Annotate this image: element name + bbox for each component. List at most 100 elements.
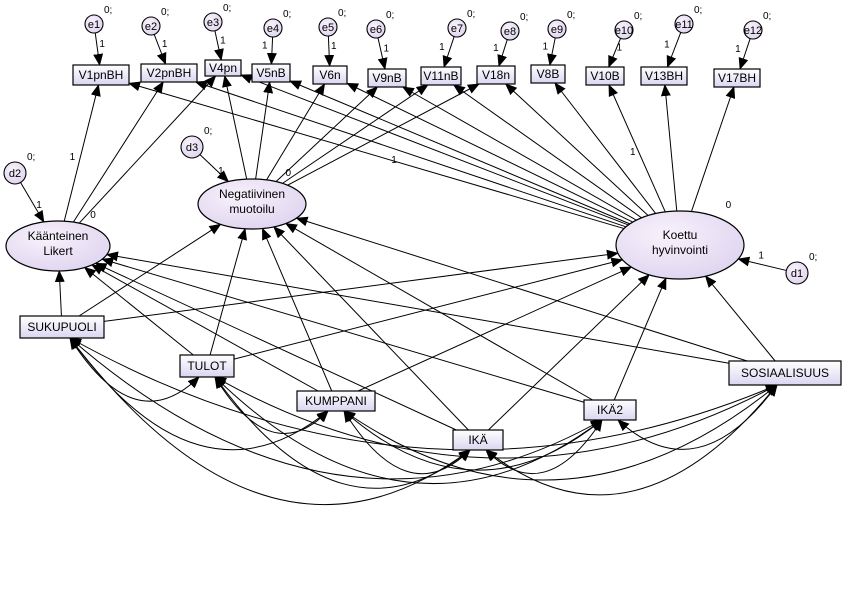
observed-variable-V18n[interactable]: V18n [476, 65, 516, 85]
error-label: e5 [322, 22, 334, 34]
observed-label: V8B [537, 67, 560, 81]
observed-variable-V11nB[interactable]: V11nB [420, 66, 462, 86]
observed-variable-TULOT[interactable]: TULOT [179, 354, 235, 378]
error-path-d2 [20, 182, 45, 223]
error-term-e5[interactable]: e50; [318, 8, 346, 37]
observed-box [640, 66, 688, 86]
error-variance-label: 0; [223, 3, 231, 14]
error-term-e7[interactable]: e70; [447, 9, 475, 38]
error-term-e9[interactable]: e90; [547, 10, 575, 39]
observed-variable-IKA[interactable]: IKÄ [452, 429, 504, 451]
latent-ellipse [5, 220, 111, 272]
error-variance-label: 0; [694, 5, 702, 16]
observed-label: V6n [319, 68, 340, 82]
error-label: d2 [9, 168, 21, 180]
observed-variable-SOSIAALISUUS[interactable]: SOSIAALISUUS [728, 360, 842, 386]
structural-path-IKA2-KL [101, 257, 585, 403]
observed-box [140, 63, 198, 83]
error-path-e12 [738, 38, 751, 70]
loading-path-KH-V9nB [401, 86, 637, 221]
observed-variable-V5nB[interactable]: V5nB [251, 63, 291, 83]
error-path-e7 [442, 36, 455, 68]
observed-box [19, 315, 105, 339]
error-weight-label-e3: 1 [220, 35, 226, 46]
loading-path-KH-V4pn [240, 74, 629, 226]
error-term-e6[interactable]: e60; [366, 10, 394, 39]
structural-path-TULOT-NM [209, 227, 247, 356]
error-term-d2[interactable]: d20; [3, 152, 35, 185]
error-weight-label-d1: 1 [758, 251, 764, 262]
observed-label: V1pnBH [79, 68, 124, 82]
structural-path-SOSIAALISUUS-KL [105, 251, 730, 364]
error-term-d3[interactable]: d30; [180, 126, 212, 159]
error-label: e2 [145, 21, 157, 33]
observed-variable-V8B[interactable]: V8B [530, 64, 566, 84]
error-path-e11 [666, 32, 682, 68]
loading-path-KH-V2pnBH [194, 80, 627, 228]
observed-variable-IKA2[interactable]: IKÄ2 [583, 399, 637, 421]
observed-variable-V1pnBH[interactable]: V1pnBH [72, 64, 130, 86]
error-label: e7 [451, 23, 463, 35]
loading-path-KL-V1pnBH [63, 84, 101, 222]
observed-box [585, 66, 625, 86]
error-term-d1[interactable]: d10; [785, 252, 817, 285]
error-path-e6 [377, 37, 388, 70]
node-layer: V1pnBH V2pnBH V4pn V5nB V6n V9nB V11nB V18n V8B V… [3, 3, 842, 451]
error-term-e2[interactable]: e20; [141, 7, 169, 36]
structural-path-SOSIAALISUUS-NM [295, 216, 748, 362]
observed-box [72, 64, 130, 86]
error-term-e8[interactable]: e80; [500, 12, 528, 41]
error-label: e3 [207, 17, 219, 29]
error-weight-label-d2: 1 [36, 200, 42, 211]
error-weight-label-e2: 1 [162, 39, 168, 50]
error-variance-label: 0; [204, 126, 212, 137]
structural-path-IKA-KH [488, 274, 650, 431]
observed-variable-V17BH[interactable]: V17BH [713, 68, 761, 88]
loading-path-NM-V4pn [222, 75, 248, 180]
covariance-KUMPPANI-IKA [343, 410, 471, 475]
covariance-layer [69, 337, 778, 506]
latent-variance-label: 0 [285, 168, 291, 179]
error-label: d1 [791, 268, 803, 280]
error-variance-label: 0; [567, 10, 575, 21]
loading-path-KH-V6n [346, 82, 633, 223]
observed-label: V18n [482, 68, 510, 82]
observed-label: KUMPPANI [305, 394, 367, 408]
error-circle [180, 135, 204, 159]
observed-label: IKÄ2 [597, 403, 623, 417]
observed-variable-KUMPPANI[interactable]: KUMPPANI [296, 390, 376, 412]
observed-variable-SUKUPUOLI[interactable]: SUKUPUOLI [19, 315, 105, 339]
error-weight-label-e7: 1 [439, 42, 445, 53]
error-path-e9 [547, 37, 557, 66]
error-variance-label: 0; [104, 5, 112, 16]
observed-variable-V4pn[interactable]: V4pn [204, 59, 242, 77]
loading-path-KH-V5nB [289, 80, 631, 225]
error-term-e4[interactable]: e40; [263, 9, 291, 38]
observed-variable-V2pnBH[interactable]: V2pnBH [140, 63, 198, 83]
structural-path-SUKUPUOLI-NM [78, 223, 222, 317]
error-weight-label-e12: 1 [735, 44, 741, 55]
observed-variable-V9nB[interactable]: V9nB [367, 68, 407, 88]
loading-path-KL-V2pnBH [72, 81, 164, 223]
error-circle [500, 21, 520, 41]
observed-variable-V13BH[interactable]: V13BH [640, 66, 688, 86]
observed-variable-V6n[interactable]: V6n [312, 65, 348, 85]
observed-box [251, 63, 291, 83]
error-term-e1[interactable]: e10; [84, 5, 112, 34]
covariance-TULOT-IKA2 [214, 376, 603, 484]
structural-path-KUMPPANI-KH [357, 266, 633, 392]
observed-box [179, 354, 235, 378]
error-circle [263, 18, 283, 38]
latent-variance-label: 0 [726, 200, 732, 211]
observed-variable-V10B[interactable]: V10B [585, 66, 625, 86]
error-circle [743, 20, 763, 40]
error-circle [3, 161, 27, 185]
error-term-e3[interactable]: e3 0; [203, 3, 231, 32]
error-weight-label-e6: 1 [383, 43, 389, 54]
